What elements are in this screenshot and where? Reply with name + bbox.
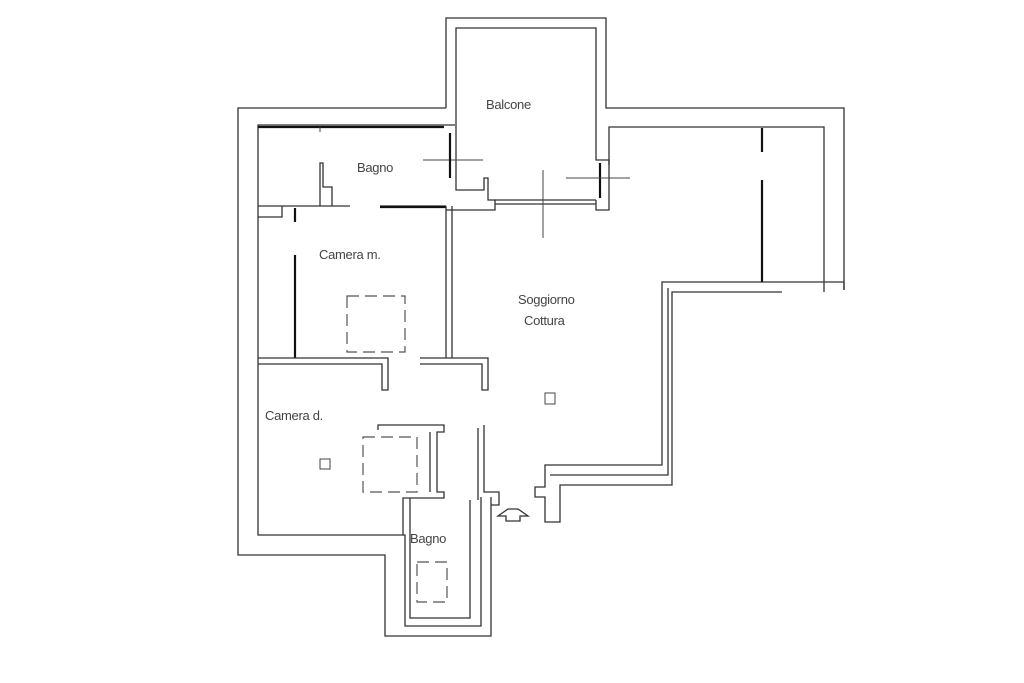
room-label-soggiorno: Soggiorno [518, 292, 575, 307]
room-label-bagno-top: Bagno [357, 160, 394, 175]
room-label-balcone: Balcone [486, 97, 531, 112]
interior-walls [258, 125, 500, 619]
outer-walls [237, 17, 845, 637]
room-label-camera-d: Camera d. [265, 408, 323, 423]
room-label-camera-m: Camera m. [319, 247, 381, 262]
arrow-up-icon [495, 508, 531, 522]
room-label-bagno-bottom: Bagno [410, 531, 447, 546]
fixtures [319, 128, 764, 603]
room-label-cottura: Cottura [524, 313, 565, 328]
